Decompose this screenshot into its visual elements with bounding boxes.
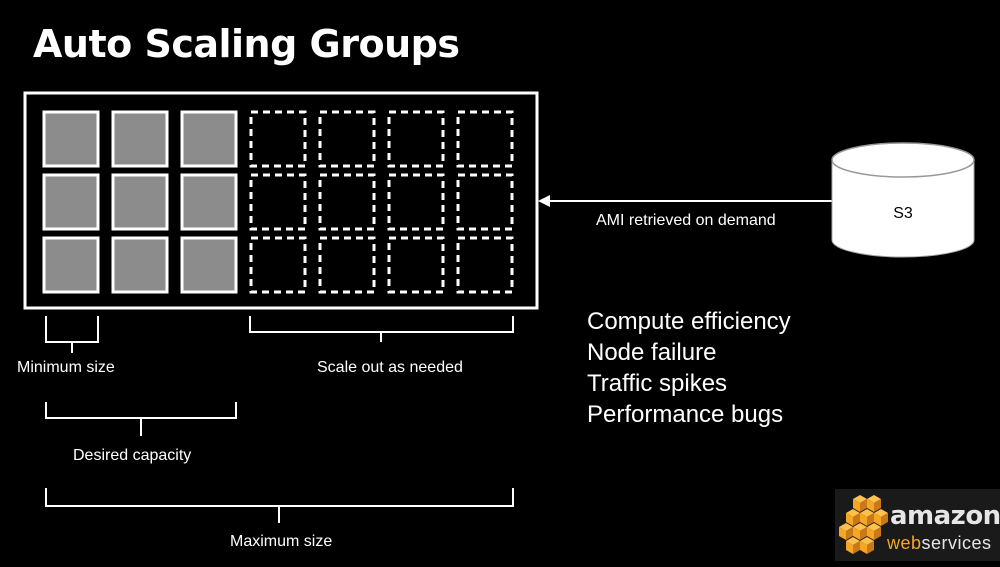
maximum-size-label: Maximum size — [230, 533, 333, 550]
minimum-size-label: Minimum size — [17, 359, 115, 376]
running-instance — [180, 110, 238, 168]
running-instance — [111, 236, 169, 294]
potential-instance — [318, 236, 376, 294]
minimum-size-bracket — [45, 316, 99, 353]
scale-out-bracket — [249, 316, 514, 342]
s3-cylinder — [831, 142, 975, 258]
running-instance — [180, 173, 238, 231]
potential-instance — [387, 236, 445, 294]
desired-capacity-label: Desired capacity — [73, 447, 192, 464]
running-instance — [42, 110, 100, 168]
potential-instance — [387, 173, 445, 231]
benefit-item: Performance bugs — [587, 401, 784, 428]
ami-arrow-head — [538, 195, 550, 207]
desired-capacity-bracket — [45, 402, 237, 436]
maximum-size-bracket — [45, 488, 514, 523]
running-instance — [42, 236, 100, 294]
potential-instance — [249, 236, 307, 294]
running-instance — [111, 110, 169, 168]
potential-instance — [318, 110, 376, 168]
instance-grid — [42, 110, 514, 294]
ami-arrow-label: AMI retrieved on demand — [596, 212, 776, 229]
running-instance — [111, 173, 169, 231]
potential-instance — [249, 173, 307, 231]
potential-instance — [456, 173, 514, 231]
running-instance — [180, 236, 238, 294]
aws-cubes-icon — [839, 495, 888, 554]
aws-logo-wordmark: amazon — [890, 501, 1000, 531]
auto-scaling-group-box — [23, 91, 539, 310]
aws-logo-tagline: webservices — [887, 533, 992, 553]
s3-label: S3 — [893, 205, 913, 222]
benefit-item: Node failure — [587, 339, 717, 366]
benefits-list: Compute efficiency Node failure Traffic … — [587, 306, 791, 430]
potential-instance — [456, 236, 514, 294]
running-instance — [42, 173, 100, 231]
slide-title: Auto Scaling Groups — [33, 22, 460, 66]
potential-instance — [456, 110, 514, 168]
potential-instance — [387, 110, 445, 168]
benefit-item: Compute efficiency — [587, 308, 791, 335]
aws-logo: amazon webservices — [835, 489, 1000, 561]
potential-instance — [318, 173, 376, 231]
potential-instance — [249, 110, 307, 168]
scale-out-label: Scale out as needed — [317, 359, 463, 376]
benefit-item: Traffic spikes — [587, 370, 728, 397]
